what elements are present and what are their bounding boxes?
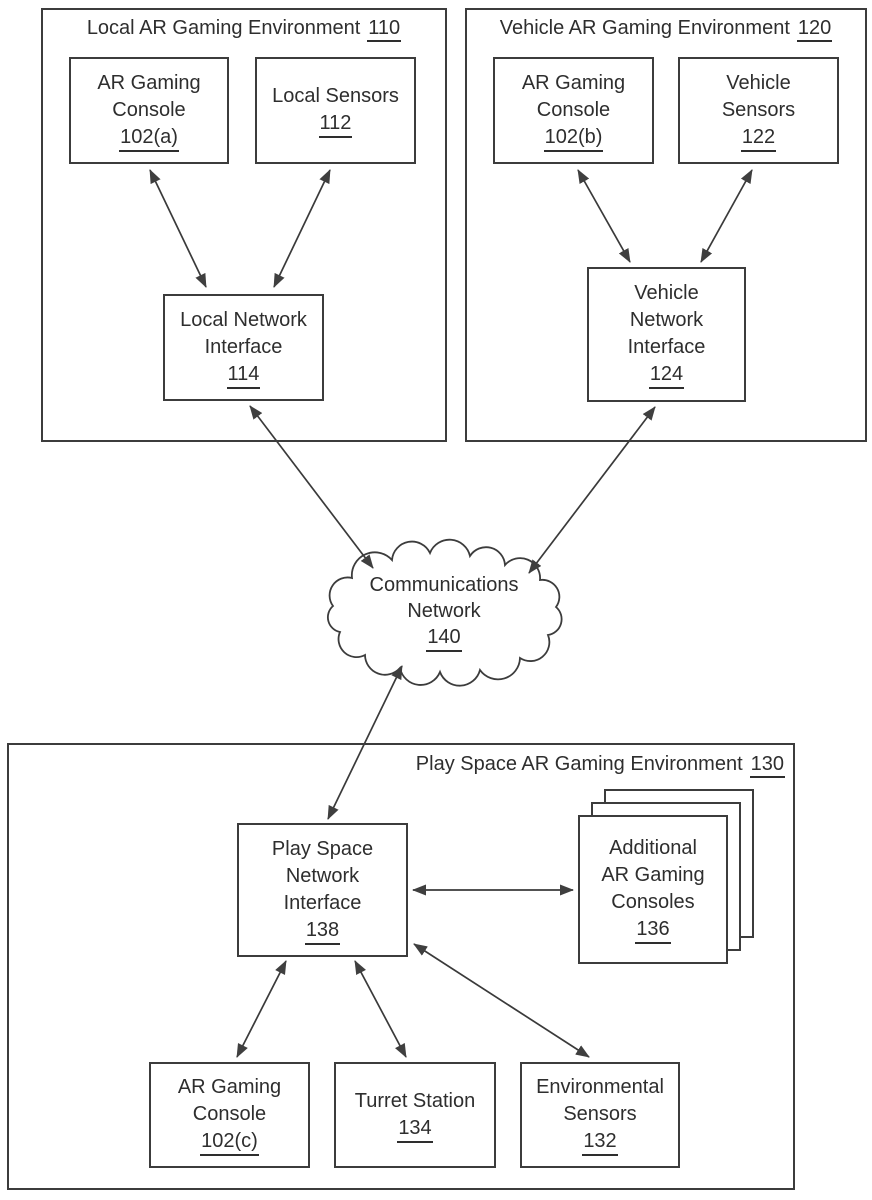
local-env-ref: 110 [367,16,402,42]
box-ref: 138 [304,918,341,945]
box-label-line: Vehicle [634,282,699,304]
local-env-title: Local AR Gaming Environment 110 [41,15,447,42]
box-ref: 114 [226,362,261,389]
cloud-ref: 140 [426,625,462,652]
box-label-line: Environmental [536,1076,664,1098]
box-ref: 134 [397,1116,433,1143]
box-label-line: Network [285,864,360,887]
box-label-line: Consoles [611,891,695,913]
box-label-line: AR Gaming [97,71,201,94]
box-ref: 112 [318,111,353,138]
box-label-line: Play Space [271,837,374,860]
box-vehicle-sensors: Vehicle Sensors 122 [678,57,839,164]
box-label-line: Network [629,309,704,331]
box-label-line: Interface [204,335,283,358]
box-label-line: Sensors [721,98,796,121]
playspace-env-title: Play Space AR Gaming Environment 130 [7,751,785,778]
arrow-vehicle-interface-cloud [528,406,656,574]
box-label-line: AR Gaming [601,864,705,886]
vehicle-env-container [465,8,867,442]
box-ar-gaming-console-c: AR Gaming Console 102(c) [149,1062,310,1168]
box-local-network-interface: Local Network Interface 114 [163,294,324,401]
arrow-console-b-vehicle-interface [577,169,631,263]
arrow-cloud-playspace-interface [327,665,403,820]
box-play-space-network-interface: Play Space Network Interface 138 [237,823,408,957]
arrow-playspace-interface-env-sensors [413,943,590,1058]
box-ref: 122 [740,125,777,152]
arrow-local-sensors-local-interface [273,169,331,288]
box-label-line: Additional [609,837,697,859]
vehicle-env-title: Vehicle AR Gaming Environment 120 [465,15,867,42]
box-ref: 132 [582,1129,618,1156]
box-label-line: Sensors [563,1103,637,1125]
box-environmental-sensors: Environmental Sensors 132 [520,1062,680,1168]
box-turret-station: Turret Station 134 [334,1062,496,1168]
box-label-line: Interface [283,891,362,914]
box-ref: 102(c) [200,1129,259,1156]
box-local-sensors: Local Sensors 112 [255,57,416,164]
box-label-line: Turret Station [354,1089,476,1112]
box-additional-ar-gaming-consoles: Additional AR Gaming Consoles 136 [578,815,728,964]
arrow-local-interface-cloud [249,405,374,569]
arrow-console-a-local-interface [149,169,207,288]
box-ar-gaming-console-b: AR Gaming Console 102(b) [493,57,654,164]
box-ref: 102(a) [119,125,179,152]
box-ar-gaming-console-a: AR Gaming Console 102(a) [69,57,229,164]
vehicle-env-title-text: Vehicle AR Gaming Environment [499,17,790,39]
cloud-label-line: Network [407,600,481,622]
playspace-env-ref: 130 [749,752,785,778]
cloud-label-line: Communications [369,574,519,596]
playspace-env-title-text: Play Space AR Gaming Environment [415,753,743,775]
cloud-shape [327,538,563,687]
box-vehicle-network-interface: Vehicle Network Interface 124 [587,267,746,402]
playspace-env-container [7,743,795,1190]
local-env-container [41,8,447,442]
box-ref: 136 [635,917,671,944]
arrow-vehicle-sensors-vehicle-interface [700,169,753,263]
local-env-title-text: Local AR Gaming Environment [86,17,361,39]
vehicle-env-ref: 120 [796,16,833,42]
box-label-line: AR Gaming [177,1076,282,1098]
box-label-line: Local Network [180,308,307,331]
box-label-line: AR Gaming [521,71,626,94]
box-label-line: Console [192,1103,267,1125]
box-label-line: Interface [627,336,706,358]
communications-network-cloud-label: Communications Network 140 [333,572,555,652]
box-label-line: Local Sensors [272,85,399,107]
box-label-line: Vehicle [726,71,791,94]
arrow-playspace-interface-turret [354,960,407,1058]
arrow-playspace-interface-console-c [236,960,287,1058]
box-label-line: Console [112,98,186,121]
box-ref: 102(b) [543,125,604,152]
box-ref: 124 [648,362,685,389]
box-label-line: Console [536,98,611,121]
